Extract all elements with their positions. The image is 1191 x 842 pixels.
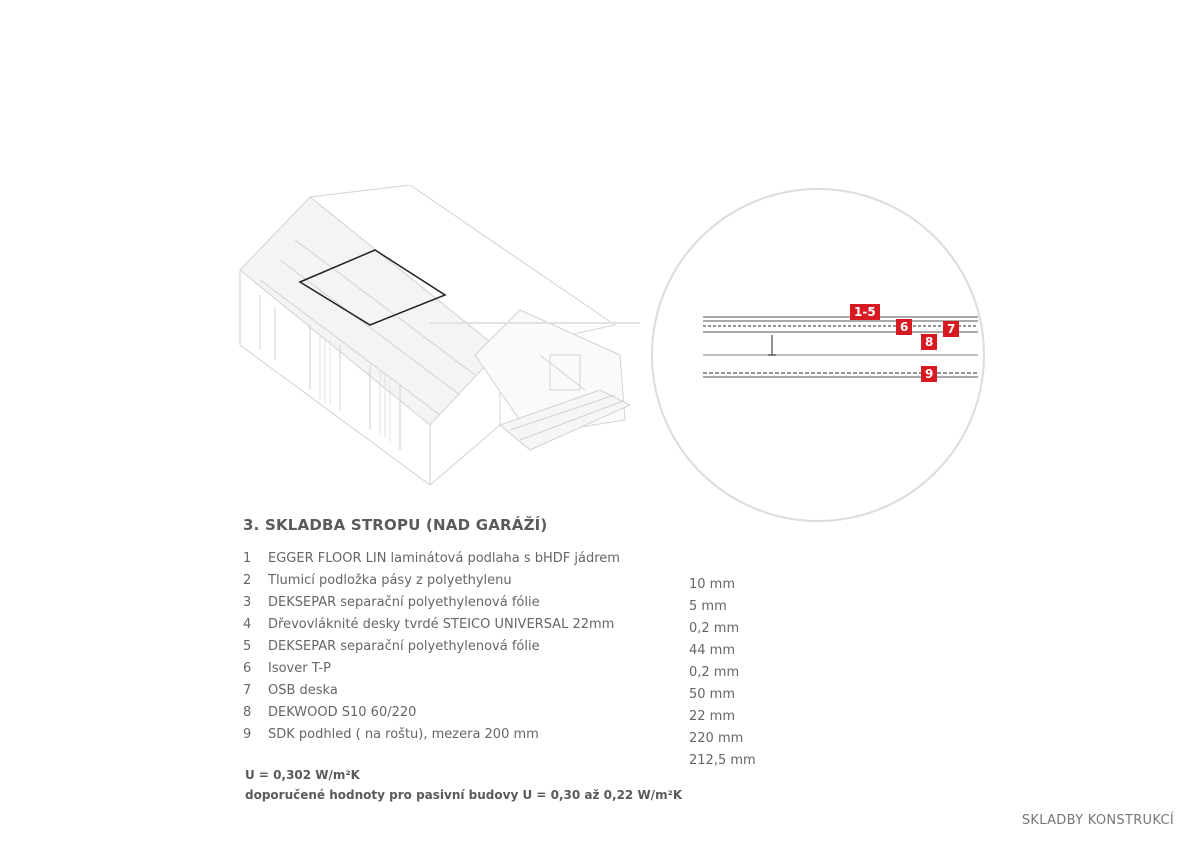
u-value: U = 0,302 W/m²K [245, 768, 360, 782]
layer-thickness: 50 mm [689, 687, 736, 702]
section-title: 3. SKLADBA STROPU (NAD GARÁŽÍ) [243, 516, 548, 534]
layer-thickness: 10 mm [689, 577, 736, 592]
layer-item: 4 Dřevovláknité desky tvrdé STEICO UNIVER… [243, 617, 620, 639]
layer-item: 3 DEKSEPAR separační polyethylenová fólie [243, 595, 620, 617]
detail-tag-1-5: 1-5 [850, 304, 880, 320]
layer-label: DEKSEPAR separační polyethylenová fólie [268, 595, 540, 610]
layer-number: 7 [243, 683, 252, 698]
layer-number: 2 [243, 573, 252, 588]
layer-thickness: 212,5 mm [689, 753, 756, 768]
highlighted-area-outline [298, 249, 447, 326]
layer-item: 5 DEKSEPAR separační polyethylenová fólie [243, 639, 620, 661]
passive-house-recommendation: doporučené hodnoty pro pasivní budovy U … [245, 788, 683, 802]
layer-label: DEKWOOD S10 60/220 [268, 705, 417, 720]
layer-thickness: 22 mm [689, 709, 736, 724]
layer-thickness: 0,2 mm [689, 621, 740, 636]
layer-item: 2 Tlumicí podložka pásy z polyethylenu [243, 573, 620, 595]
layer-label: OSB deska [268, 683, 338, 698]
layer-label: EGGER FLOOR LIN laminátová podlaha s bHD… [268, 551, 620, 566]
page-footer-title: SKLADBY KONSTRUKCÍ [1021, 813, 1174, 828]
layer-item: 8 DEKWOOD S10 60/220 [243, 705, 620, 727]
section-detail-circle [651, 188, 985, 522]
layer-thickness: 0,2 mm [689, 665, 740, 680]
layer-number: 8 [243, 705, 252, 720]
layer-list: 1 EGGER FLOOR LIN laminátová podlaha s bH… [243, 551, 620, 749]
layer-label: Isover T-P [268, 661, 332, 676]
layer-item: 9 SDK podhled ( na roštu), mezera 200 mm [243, 727, 620, 749]
detail-tag-9: 9 [921, 366, 938, 382]
layer-item: 1 EGGER FLOOR LIN laminátová podlaha s bH… [243, 551, 620, 573]
layer-number: 5 [243, 639, 252, 654]
detail-tag-7: 7 [943, 321, 960, 337]
layer-label: Dřevovláknité desky tvrdé STEICO UNIVERS… [268, 617, 615, 632]
layer-label: SDK podhled ( na roštu), mezera 200 mm [268, 727, 539, 742]
layer-number: 6 [243, 661, 252, 676]
layer-label: Tlumicí podložka pásy z polyethylenu [268, 573, 512, 588]
layer-number: 4 [243, 617, 252, 632]
layer-thickness: 44 mm [689, 643, 736, 658]
layer-number: 9 [243, 727, 252, 742]
house-isometric-drawing [239, 185, 640, 485]
layer-item: 7 OSB deska [243, 683, 620, 705]
layer-label: DEKSEPAR separační polyethylenová fólie [268, 639, 540, 654]
layer-number: 3 [243, 595, 252, 610]
detail-tag-6: 6 [896, 319, 913, 335]
detail-tag-8: 8 [921, 334, 938, 350]
layer-number: 1 [243, 551, 252, 566]
layer-thickness: 220 mm [689, 731, 744, 746]
thickness-list: 10 mm 5 mm 0,2 mm 44 mm 0,2 mm 50 mm 22 … [689, 577, 756, 775]
layer-item: 6 Isover T-P [243, 661, 620, 683]
layer-thickness: 5 mm [689, 599, 727, 614]
